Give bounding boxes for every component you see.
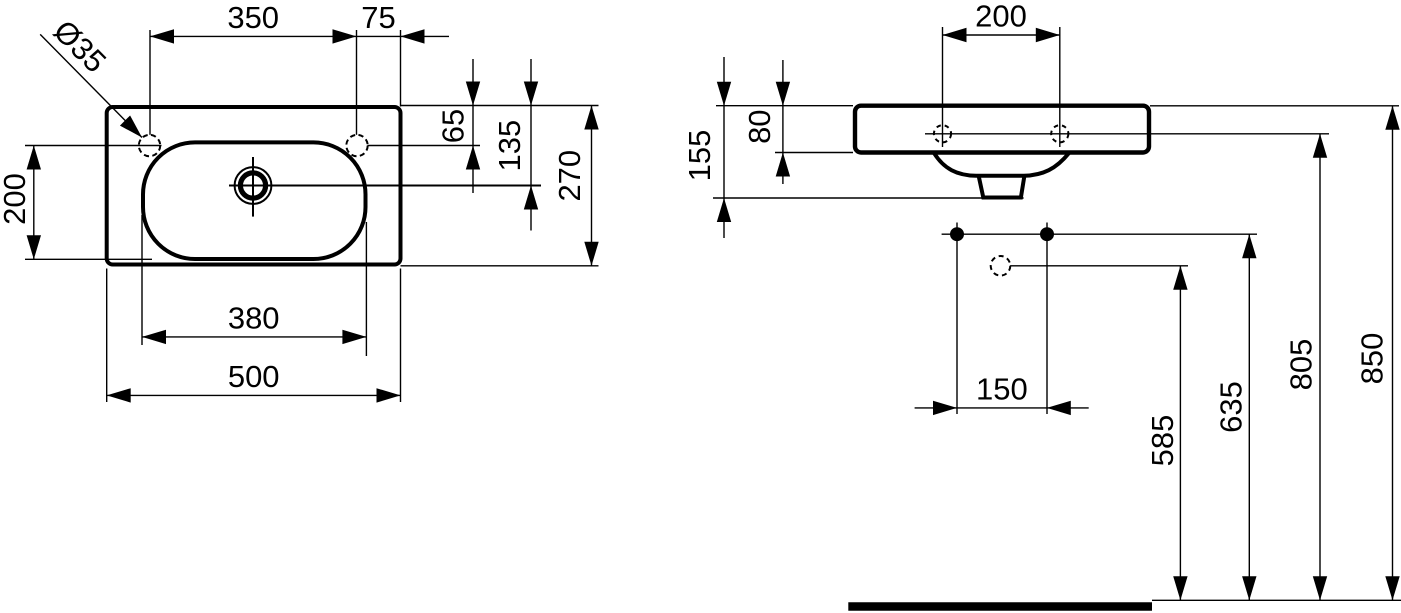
svg-text:200: 200 [975,0,1027,34]
svg-text:75: 75 [361,0,395,35]
svg-text:80: 80 [742,109,777,143]
svg-text:850: 850 [1355,333,1390,385]
svg-text:65: 65 [436,109,471,143]
svg-text:500: 500 [228,359,280,394]
svg-text:150: 150 [976,371,1028,406]
svg-text:350: 350 [227,0,279,35]
svg-text:200: 200 [0,173,32,225]
svg-text:380: 380 [228,300,280,335]
svg-text:805: 805 [1283,339,1318,391]
svg-text:135: 135 [492,120,527,172]
svg-text:270: 270 [552,150,587,202]
svg-text:Ø35: Ø35 [47,13,113,79]
svg-text:155: 155 [682,130,717,182]
svg-text:585: 585 [1145,415,1180,467]
svg-text:635: 635 [1213,381,1248,433]
